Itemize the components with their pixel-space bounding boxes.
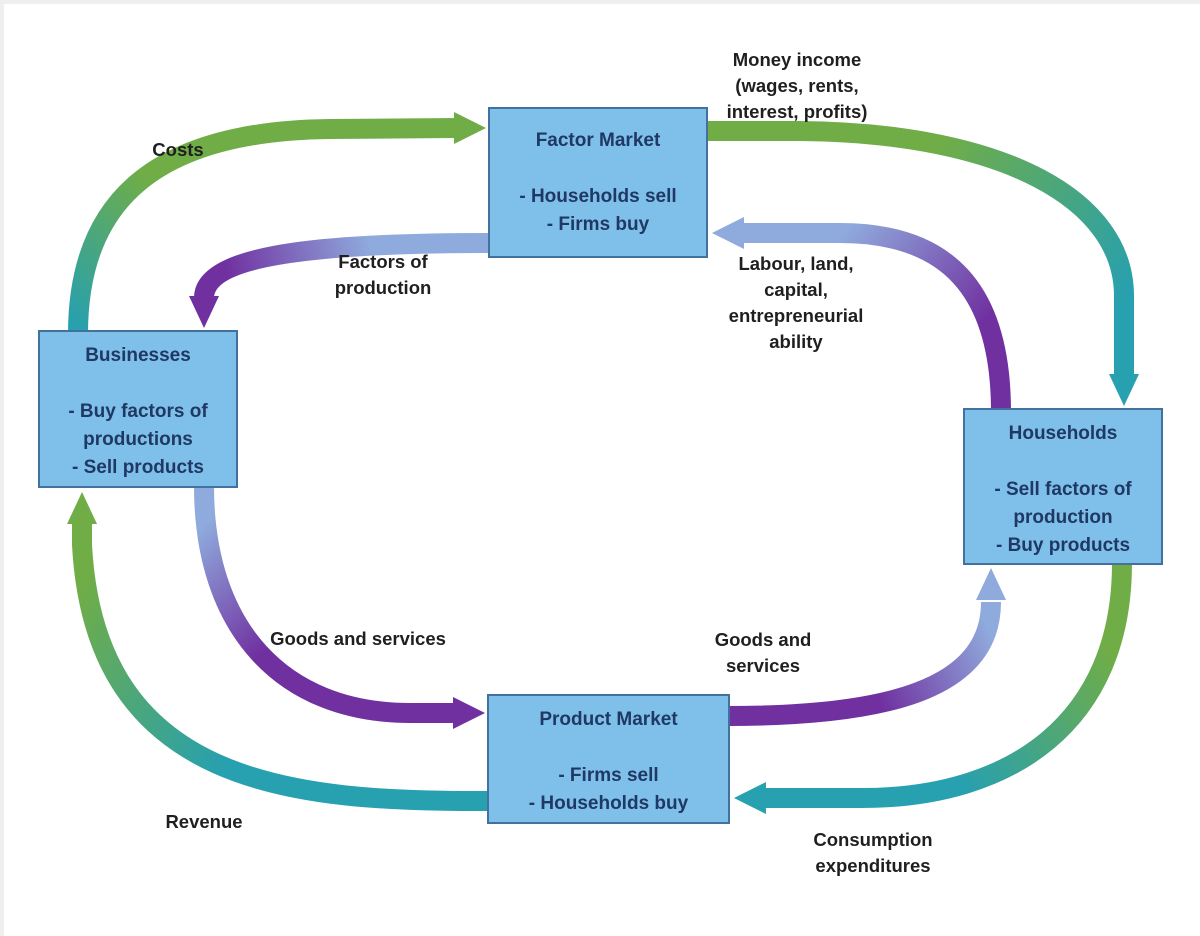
labour-arrowhead (712, 217, 744, 249)
households-body: - Sell factors of production - Buy produ… (994, 479, 1132, 556)
money-income-arrow-band (708, 121, 1134, 376)
edge-label-consumption: Consumption expenditures (813, 829, 933, 876)
households-title: Households (1008, 423, 1118, 444)
revenue-arrow-band (72, 522, 490, 812)
goods-services-left-arrow-band (194, 485, 455, 723)
businesses-title: Businesses (85, 345, 191, 366)
revenue-arrowhead (67, 492, 97, 524)
factors-arrow-band (194, 233, 491, 300)
costs-arrowhead (454, 112, 486, 144)
edge-label-costs: Costs (152, 139, 204, 160)
businesses-body: - Buy factors of productions - Sell prod… (68, 401, 208, 478)
factor-market-node: Factor Market - Households sell - Firms … (488, 107, 708, 258)
product-market-node: Product Market - Firms sell - Households… (487, 694, 730, 824)
product-market-title: Product Market (539, 709, 678, 730)
factor-market-body: - Households sell - Firms buy (519, 186, 677, 235)
goods-services-left-arrowhead (453, 697, 485, 729)
goods-services-right-arrow-band (727, 601, 1001, 726)
consumption-arrowhead (734, 782, 766, 814)
goods-services-right-arrowhead (976, 568, 1006, 600)
factors-arrowhead (189, 296, 219, 328)
edge-label-goods-services-left: Goods and services (270, 628, 446, 649)
businesses-node: Businesses - Buy factors of productions … (38, 330, 238, 488)
labour-arrow-band (742, 223, 1011, 413)
factor-market-title: Factor Market (535, 130, 661, 151)
edge-label-labour: Labour, land, capital, entrepreneurial a… (728, 253, 864, 352)
costs-arrow-band (68, 118, 457, 335)
households-node: Households - Sell factors of production … (963, 408, 1163, 565)
edge-label-goods-services-right: Goods and services (714, 629, 812, 676)
consumption-arrow-band (764, 562, 1132, 808)
money-income-arrowhead (1109, 374, 1139, 406)
edge-label-factors-of-production: Factors of production (334, 251, 432, 298)
edge-label-money-income: Money income (wages, rents, interest, pr… (726, 49, 868, 122)
edge-label-revenue: Revenue (165, 811, 243, 832)
product-market-body: - Firms sell - Households buy (528, 765, 689, 814)
